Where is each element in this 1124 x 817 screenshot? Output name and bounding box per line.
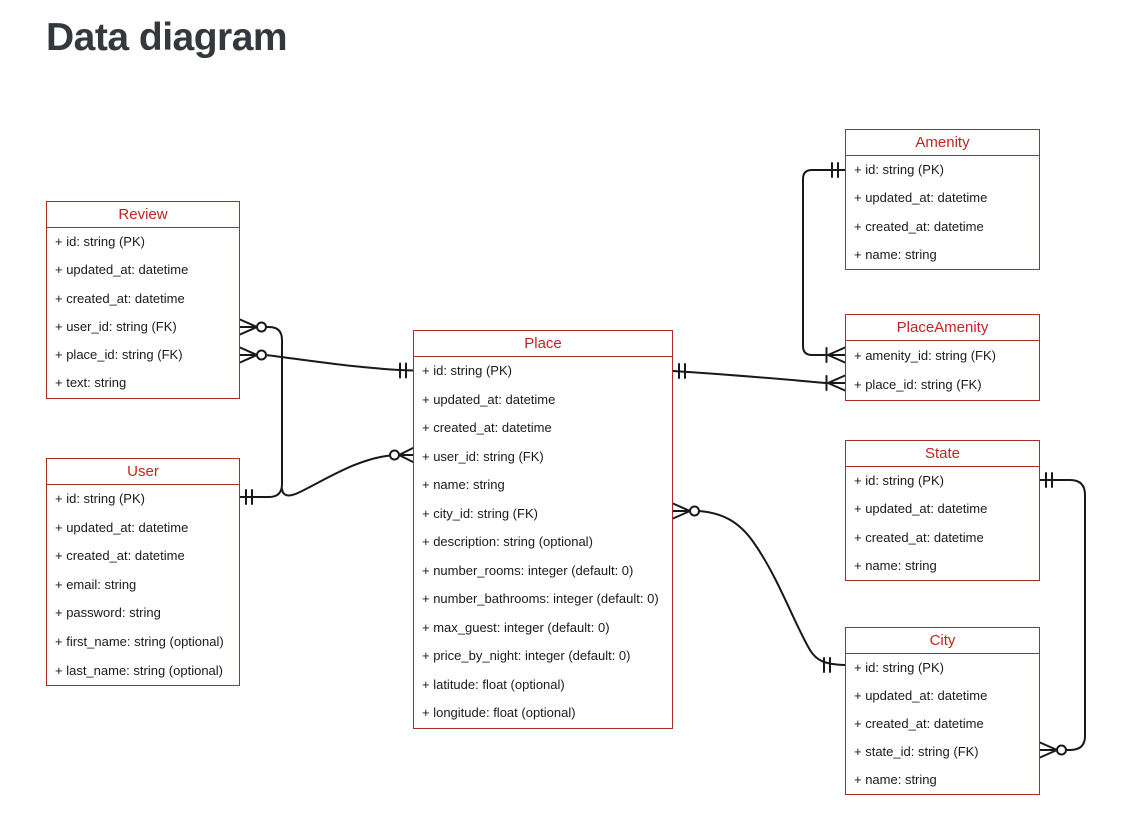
entity-field: + created_at: datetime	[854, 716, 984, 731]
entity-field: + updated_at: datetime	[55, 519, 189, 535]
entity-title: User	[47, 459, 239, 485]
entity-field: + last_name: string (optional)	[55, 662, 224, 678]
entity-field: + updated_at: datetime	[55, 262, 189, 278]
entity-city: City + id: string (PK) + updated_at: date…	[845, 627, 1040, 795]
entity-field: + id: string (PK)	[854, 473, 944, 488]
entity-field: + password: string	[55, 605, 161, 621]
entity-field: + user_id: string (FK)	[422, 448, 544, 464]
entity-fields: + id: string (PK) + updated_at: datetime +…	[414, 357, 672, 728]
entity-fields: + id: string (PK) + updated_at: datetime +…	[47, 228, 239, 398]
entity-placeamenity: PlaceAmenity + amenity_id: string (FK)+ …	[845, 314, 1040, 401]
entity-field: + description: string (optional)	[422, 534, 593, 549]
entity-field: + created_at: datetime	[55, 548, 185, 564]
entity-field: + longitude: float (optional)	[422, 705, 576, 720]
relationship-place-review	[239, 346, 414, 379]
relationship-place-placeamenity	[672, 363, 846, 392]
relationship-user-review	[239, 318, 283, 505]
entity-field: + created_at: datetime	[422, 420, 552, 435]
entity-field: + number_bathrooms: integer (default: 0)	[422, 591, 659, 606]
entity-field: + place_id: string (FK)	[854, 377, 982, 393]
entity-field: + max_guest: integer (default: 0)	[422, 619, 610, 635]
entity-review: Review + id: string (PK) + updated_at: da…	[46, 201, 240, 399]
entity-fields: + id: string (PK) + updated_at: datetime +…	[846, 467, 1039, 580]
entity-title: Amenity	[846, 130, 1039, 156]
entity-fields: + id: string (PK) + updated_at: datetime +…	[846, 156, 1039, 269]
entity-field: + created_at: datetime	[854, 529, 984, 545]
entity-field: + amenity_id: string (FK)	[854, 348, 996, 363]
entity-field: + place_id: string (FK)	[55, 347, 183, 363]
entity-title: Place	[414, 331, 672, 357]
entity-title: PlaceAmenity	[846, 315, 1039, 341]
relationship-state-city	[1039, 472, 1086, 759]
entity-field: + first_name: string (optional)	[55, 633, 224, 649]
entity-field: + id: string (PK)	[854, 660, 944, 675]
entity-field: + email: string	[55, 576, 137, 592]
entity-title: Review	[47, 202, 239, 228]
entity-field: + updated_at: datetime	[854, 501, 988, 517]
relationship-amenity-placeamenity	[802, 162, 846, 364]
entity-field: + name: string	[422, 477, 505, 492]
entity-field: + name: string	[854, 772, 937, 787]
entity-field: + created_at: datetime	[55, 290, 185, 306]
entity-amenity: Amenity + id: string (PK) + updated_at: d…	[845, 129, 1040, 271]
entity-field: + city_id: string (FK)	[422, 505, 538, 521]
entity-fields: + id: string (PK) + updated_at: datetime +…	[846, 654, 1039, 794]
entity-field: + updated_at: datetime	[854, 688, 988, 703]
entity-place: Place + id: string (PK) + updated_at: dat…	[413, 330, 673, 729]
entity-field: + id: string (PK)	[422, 363, 512, 378]
entity-field: + created_at: datetime	[854, 218, 984, 234]
entity-field: + name: string	[854, 557, 937, 573]
entity-field: + id: string (PK)	[55, 491, 145, 506]
entity-field: + state_id: string (FK)	[854, 744, 979, 759]
entity-field: + text: string	[55, 375, 127, 391]
entity-field: + latitude: float (optional)	[422, 676, 565, 692]
entity-fields: + amenity_id: string (FK) + place_id: str…	[846, 341, 1039, 400]
entity-field: + updated_at: datetime	[422, 391, 556, 407]
relationship-city-place	[672, 502, 846, 673]
entity-field: + id: string (PK)	[55, 234, 145, 249]
entity-field: + updated_at: datetime	[854, 190, 988, 206]
entity-field: + price_by_night: integer (default: 0)	[422, 648, 631, 663]
page-title: Data diagram	[46, 16, 288, 59]
entity-field: + id: string (PK)	[854, 162, 944, 177]
entity-title: City	[846, 628, 1039, 654]
relationship-user-place	[281, 447, 414, 497]
entity-title: State	[846, 441, 1039, 467]
entity-field: + name: string	[854, 246, 937, 262]
entity-fields: + id: string (PK) + updated_at: datetime +…	[47, 485, 239, 685]
entity-field: + number_rooms: integer (default: 0)	[422, 562, 634, 578]
entity-field: + user_id: string (FK)	[55, 318, 177, 334]
entity-state: State + id: string (PK) + updated_at: dat…	[845, 440, 1040, 582]
entity-user: User + id: string (PK) + updated_at: date…	[46, 458, 240, 687]
